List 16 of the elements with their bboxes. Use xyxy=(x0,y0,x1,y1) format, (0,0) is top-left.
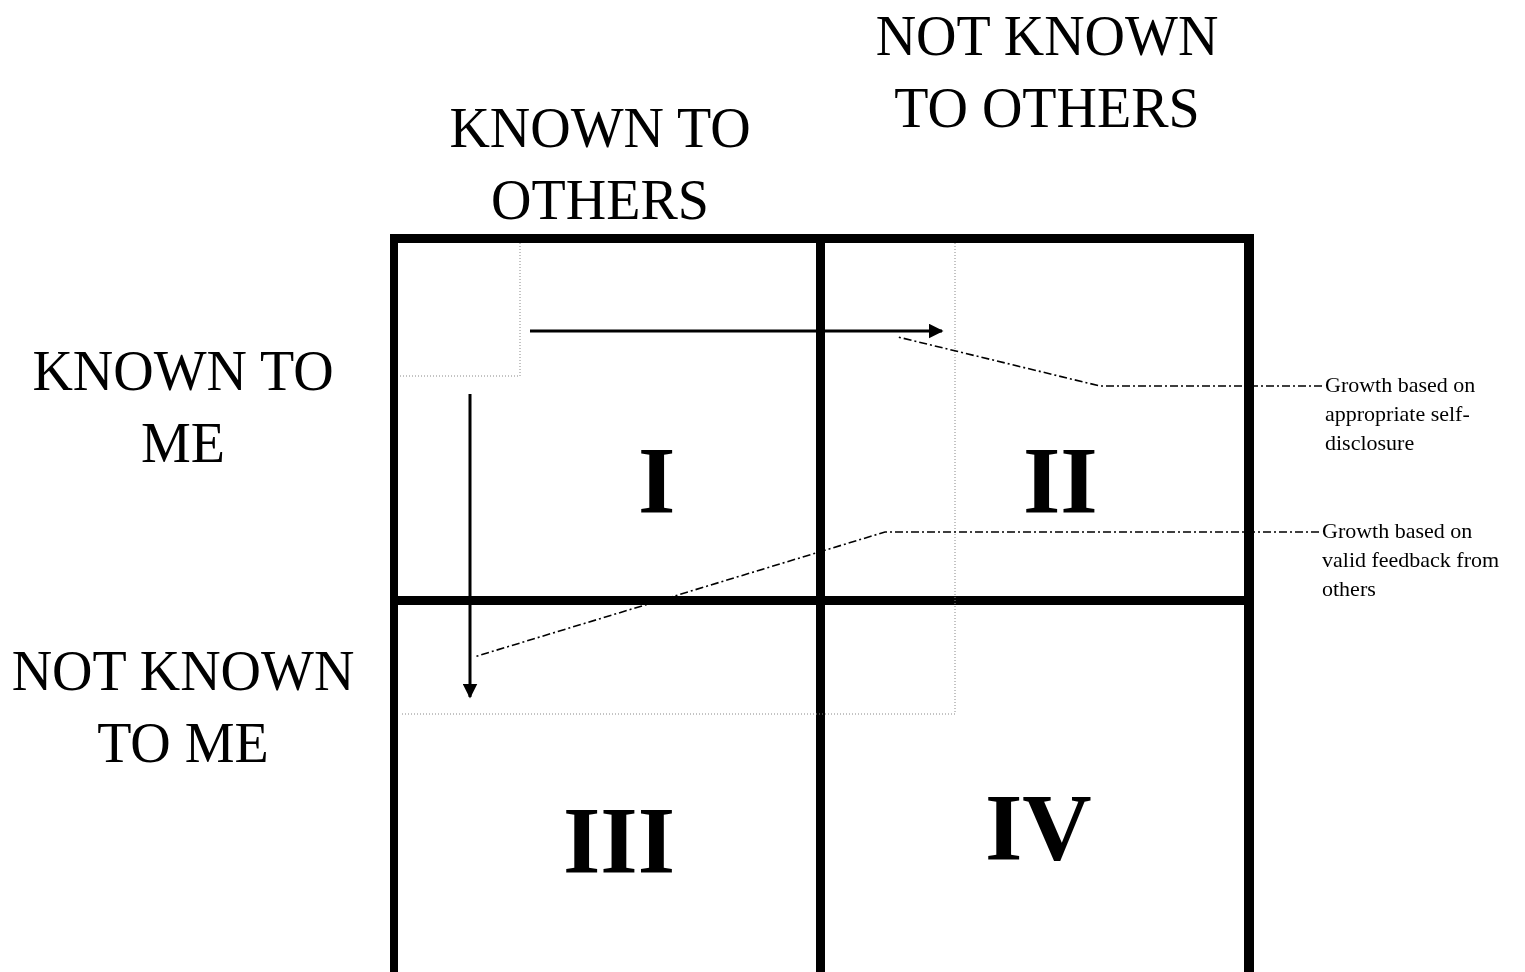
quadrant xyxy=(825,243,1244,596)
column-header: KNOWN TO OTHERS xyxy=(448,96,752,233)
growth-arrow xyxy=(530,323,944,339)
roman-numeral: I xyxy=(638,433,676,529)
row-header: NOT KNOWN TO ME xyxy=(10,639,356,776)
roman-numeral: III xyxy=(563,793,676,889)
quadrant xyxy=(825,605,1244,972)
leader-line xyxy=(897,336,1323,387)
growth-arrow xyxy=(462,394,478,699)
column-header: NOT KNOWN TO OTHERS xyxy=(874,4,1220,141)
roman-numeral: IV xyxy=(985,780,1092,876)
leader-line xyxy=(473,531,1320,658)
row-header: KNOWN TO ME xyxy=(31,339,335,476)
quadrant xyxy=(398,243,816,596)
quadrant xyxy=(398,605,816,972)
roman-numeral: II xyxy=(1023,433,1098,529)
